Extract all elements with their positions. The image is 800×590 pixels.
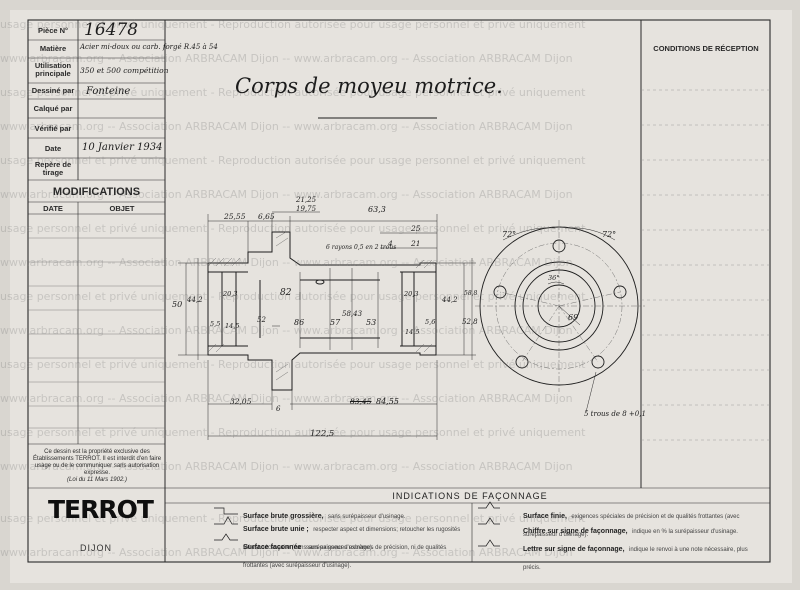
dimension-label: 52 [257, 316, 266, 324]
legend-item-name: Surface finie, [523, 513, 567, 520]
utilisation-value: 350 et 500 compétition [80, 66, 169, 75]
watermark-text: www.arbracam.org -- Association ARBRACAM… [0, 256, 573, 269]
dimension-label: 21,25 [296, 196, 317, 204]
dimension-label: 25 [411, 224, 421, 233]
legend-title: INDICATIONS DE FAÇONNAGE [392, 491, 548, 501]
dimension-label: 14,5 [405, 328, 420, 336]
dimension-label: 32,05 [230, 397, 252, 406]
dimension-label: 86 [294, 318, 305, 327]
dimension-label: 82 [280, 288, 292, 298]
modifications-title: MODIFICATIONS [52, 186, 141, 198]
dimension-label: 50 [172, 300, 183, 309]
brand-city: DIJON [80, 543, 112, 553]
dimension-label: 21 [411, 239, 421, 248]
terrot-logo: TERROT [48, 495, 154, 524]
dimension-label: 5,6 [425, 318, 436, 326]
dimension-label: 6,65 [258, 212, 275, 221]
legend-item: Surface finie, exigences spéciales de pr… [523, 505, 767, 541]
watermark-text: www.arbracam.org -- Association ARBRACAM… [0, 460, 573, 473]
legend-item-desc: exigences spéciales de précision et de q… [523, 514, 740, 538]
dimension-label: 58,43 [342, 310, 363, 318]
watermark-text: www.arbracam.org -- Association ARBRACAM… [0, 188, 573, 201]
label-matiere: Matière [39, 44, 67, 53]
legend-item-name: Chiffre sur signe de façonnage, [523, 528, 628, 535]
watermark-text: www.arbracam.org -- Association ARBRACAM… [0, 324, 573, 337]
holes-note: 5 trous de 8 +0,1 [584, 410, 646, 418]
drawing-title: Corps de moyeu motrice. [235, 74, 503, 98]
legend-item: Surface brute grossière, sans surépaisse… [243, 505, 468, 523]
label-verifie: Vérifié par [34, 124, 72, 133]
dimension-label: 53 [366, 318, 377, 327]
label-calque: Calqué par [33, 104, 73, 113]
watermark-text: usage personnel et privé uniquement - Re… [0, 358, 586, 371]
legend-item-name: Surface brute unie ; [243, 526, 309, 533]
angle-label: 72° [602, 230, 617, 239]
label-date: Date [44, 144, 62, 153]
watermark-text: usage personnel et privé uniquement - Re… [0, 290, 586, 303]
legend-item: Lettre sur signe de façonnage, indique l… [523, 538, 767, 574]
law-reference: (Loi du 11 Mars 1902.) [67, 477, 127, 483]
dimension-label: 52,8 [462, 318, 478, 326]
dimension-label: 20,3 [404, 290, 419, 298]
watermark-text: www.arbracam.org -- Association ARBRACAM… [0, 392, 573, 405]
dimension-label: 122,5 [310, 429, 335, 439]
dimension-label: 83,45 [350, 397, 372, 406]
dimension-label: 44,2 [187, 296, 203, 304]
angle-label: 72° [502, 230, 517, 239]
watermark-text: usage personnel et privé uniquement - Re… [0, 222, 586, 235]
dimension-label: 20,3 [223, 290, 238, 298]
legend-item-desc: sans surépaisseur d'usinage. [327, 514, 406, 520]
dimension-label: 84,55 [376, 397, 399, 406]
legend-item-name: Surface brute grossière, [243, 513, 324, 520]
dimension-label: 5,5 [210, 320, 221, 328]
dimension-label: 44,2 [442, 296, 458, 304]
watermark-text: usage personnel et privé uniquement - Re… [0, 426, 586, 439]
label-piece: Pièce N° [37, 26, 69, 35]
dimension-label: 19,75 [296, 205, 317, 213]
legend-item-desc: respecter aspect et dimensions; retouche… [243, 527, 461, 551]
watermark-text: usage personnel et privé uniquement - Re… [0, 18, 586, 31]
legend-item-desc: indique en % la surépaisseur d'usinage. [632, 529, 738, 535]
dimension-label: 57 [330, 318, 341, 327]
legend-item: Surface brute unie ; respecter aspect et… [243, 518, 468, 554]
watermark-text: www.arbracam.org -- Association ARBRACAM… [0, 52, 573, 65]
dimension-label: 25,55 [224, 212, 246, 221]
dimension-note: 6 rayons 0,5 en 2 trous [326, 244, 397, 251]
watermark-text: www.arbracam.org -- Association ARBRACAM… [0, 546, 573, 559]
modifications-objet-header: OBJET [109, 204, 135, 213]
piece-number: 16478 [84, 20, 139, 40]
label-dessine: Dessiné par [31, 86, 75, 95]
legend-item: Chiffre sur signe de façonnage, indique … [523, 520, 767, 538]
label-utilisation: Utilisation principale [34, 61, 72, 78]
radius-label: 69 [568, 313, 579, 322]
matiere-value: Acier mi-doux ou carb. forgé R.45 à 54 [80, 43, 218, 51]
dimension-label: 6 [276, 405, 281, 413]
ownership-notice: Ce dessin est la propriété exclusive des… [32, 449, 162, 476]
legend-item-name: Lettre sur signe de façonnage, [523, 546, 625, 553]
watermark-text: usage personnel et privé uniquement - Re… [0, 86, 586, 99]
dessine-value: Fonteine [86, 86, 131, 97]
legend-item-desc: sans exigences extrêmes de précision, ni… [243, 545, 447, 569]
label-repere: Repère de tirage [34, 160, 72, 177]
conditions-title: CONDITIONS DE RÉCEPTION [653, 44, 759, 53]
legend-item-name: Surface façonnée [243, 544, 302, 551]
modifications-date-header: DATE [43, 204, 63, 213]
date-value: 10 Janvier 1934 [82, 142, 163, 153]
legend-item-desc: indique le renvoi à une note nécessaire,… [523, 547, 748, 571]
dimension-label: 14,5 [225, 322, 240, 330]
dimension-label: 58,8 [464, 290, 478, 297]
legend-item: Surface façonnée sans exigences extrêmes… [243, 536, 468, 572]
watermark-text: usage personnel et privé uniquement - Re… [0, 154, 586, 167]
angle-label: 36° [548, 274, 560, 282]
watermark-text: usage personnel et privé uniquement - Re… [0, 512, 586, 525]
dimension-label: 63,3 [368, 205, 386, 214]
watermark-text: www.arbracam.org -- Association ARBRACAM… [0, 120, 573, 133]
dimension-label: 4 [388, 239, 393, 248]
